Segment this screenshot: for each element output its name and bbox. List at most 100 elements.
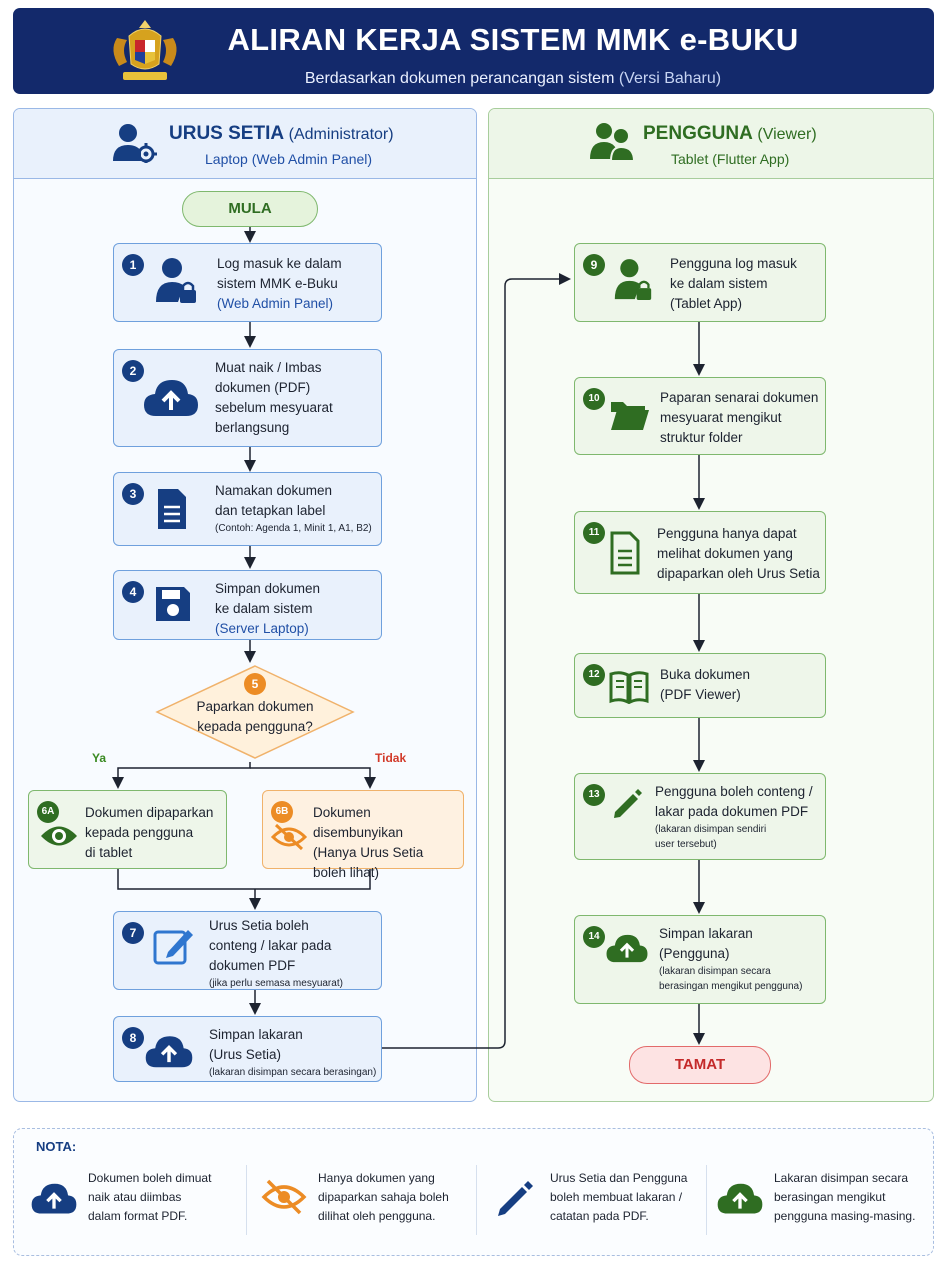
step-8-text: Simpan lakaran (Urus Setia) (lakaran dis… [209, 1027, 377, 1078]
admin-lane-title: URUS SETIA (Administrator) [169, 123, 394, 145]
note-text: Dokumen boleh dimuat naik atau diimbas d… [88, 1171, 212, 1223]
admin-lane-subtitle: Laptop (Web Admin Panel) [205, 151, 373, 167]
pencil-icon [614, 789, 642, 818]
eye-slash-icon [271, 823, 307, 851]
step-number: 6B [271, 801, 293, 823]
step-1-text: Log masuk ke dalam sistem MMK e-Buku (We… [217, 256, 342, 311]
step-number: 14 [583, 926, 605, 948]
cloud-upload-icon [145, 1036, 193, 1068]
user-gear-icon [113, 124, 157, 163]
subtitle-main: Berdasarkan dokumen perancangan sistem [304, 70, 615, 87]
step-13-box: 13 Pengguna boleh conteng / lakar pada d… [574, 773, 826, 860]
admin-title-text: URUS SETIA [169, 123, 284, 144]
eye-icon [41, 826, 77, 846]
step-number: 3 [122, 483, 144, 505]
user-title-text: PENGGUNA [643, 123, 753, 144]
step-number: 10 [583, 388, 605, 410]
step-6a-text: Dokumen dipaparkan kepada pengguna di ta… [85, 805, 214, 860]
step-12-box: 12 Buka dokumen (PDF Viewer) [574, 653, 826, 718]
step-11-text: Pengguna hanya dapat melihat dokumen yan… [657, 526, 820, 581]
subtitle-version: (Versi Baharu) [618, 70, 722, 87]
edit-icon [153, 930, 193, 965]
step-9-box: 9 Pengguna log masuk ke dalam sistem (Ta… [574, 243, 826, 322]
step-number: 6A [37, 801, 59, 823]
note-item: Dokumen boleh dimuat naik atau diimbas d… [30, 1165, 240, 1237]
note-divider [476, 1165, 477, 1235]
step-6a-box: 6A Dokumen dipaparkan kepada pengguna di… [28, 790, 227, 869]
step-4-box: 4 Simpan dokumen ke dalam sistem (Server… [113, 570, 382, 640]
step-number: 4 [122, 581, 144, 603]
folder-icon [611, 402, 649, 430]
step-12-text: Buka dokumen (PDF Viewer) [660, 667, 751, 702]
step-4-text: Simpan dokumen ke dalam sistem (Server L… [215, 581, 321, 636]
step-number: 12 [583, 664, 605, 686]
step-14-text: Simpan lakaran (Pengguna) (lakaran disim… [659, 926, 803, 992]
step-11-box: 11 Pengguna hanya dapat melihat dokumen … [574, 511, 826, 594]
step-6b-text: Dokumen disembunyikan (Hanya Urus Setia … [313, 805, 424, 880]
no-label: Tidak [375, 751, 407, 765]
step-3-text: Namakan dokumen dan tetapkan label (Cont… [215, 483, 372, 534]
step-number: 9 [583, 254, 605, 276]
user-lock-icon [614, 259, 652, 300]
note-text: Urus Setia dan Pengguna boleh membuat la… [550, 1171, 688, 1223]
step-number: 1 [122, 254, 144, 276]
step-7-text: Urus Setia boleh conteng / lakar pada do… [209, 918, 343, 989]
user-lane-subtitle: Tablet (Flutter App) [671, 151, 790, 167]
end-terminal: TAMAT [629, 1046, 771, 1084]
page-title: ALIRAN KERJA SISTEM MMK e-BUKU [227, 22, 799, 57]
step-number: 8 [122, 1027, 144, 1049]
step-5-number: 5 [244, 673, 266, 695]
coat-of-arms-icon [113, 20, 177, 80]
users-icon [590, 123, 635, 162]
decision-text: Paparkan dokumen kepada pengguna? [196, 699, 314, 734]
note-text: Hanya dokumen yang dipaparkan sahaja bol… [318, 1171, 449, 1223]
notes-title: NOTA: [36, 1139, 77, 1154]
yes-label: Ya [92, 751, 107, 765]
user-lock-icon [156, 258, 196, 303]
header-banner: ALIRAN KERJA SISTEM MMK e-BUKU Berdasark… [13, 8, 934, 94]
step-2-box: 2 Muat naik / Imbas dokumen (PDF) sebelu… [113, 349, 382, 447]
step-number: 13 [583, 784, 605, 806]
user-lane-title: PENGGUNA (Viewer) [643, 123, 817, 145]
page-subtitle: Berdasarkan dokumen perancangan sistem (… [163, 70, 863, 88]
step-2-text: Muat naik / Imbas dokumen (PDF) sebelum … [215, 360, 333, 435]
pencil-icon [498, 1181, 533, 1216]
cloud-upload-icon [717, 1183, 763, 1214]
book-icon [609, 671, 649, 704]
eye-slash-icon [261, 1179, 307, 1215]
document-icon [610, 531, 640, 575]
step-8-box: 8 Simpan lakaran (Urus Setia) (lakaran d… [113, 1016, 382, 1082]
step-14-box: 14 Simpan lakaran (Pengguna) (lakaran di… [574, 915, 826, 1004]
step-7-box: 7 Urus Setia boleh conteng / lakar pada … [113, 911, 382, 990]
note-text: Lakaran disimpan secara berasingan mengi… [774, 1171, 916, 1223]
user-lane-header: PENGGUNA (Viewer) Tablet (Flutter App) [489, 109, 933, 179]
start-terminal: MULA [182, 191, 318, 227]
note-divider [706, 1165, 707, 1235]
step-3-box: 3 Namakan dokumen dan tetapkan label (Co… [113, 472, 382, 546]
step-number: 11 [583, 522, 605, 544]
cloud-upload-icon [144, 380, 198, 416]
step-number: 2 [122, 360, 144, 382]
note-item: Lakaran disimpan secara berasingan mengi… [716, 1165, 928, 1237]
decision-diamond [155, 665, 355, 759]
step-10-text: Paparan senarai dokumen mesyuarat mengik… [660, 390, 819, 445]
document-icon [158, 489, 186, 529]
save-icon [156, 587, 190, 621]
step-13-text: Pengguna boleh conteng / lakar pada doku… [655, 784, 813, 850]
user-role-text: (Viewer) [757, 126, 817, 143]
notes-panel: NOTA: Dokumen boleh dimuat naik atau dii… [13, 1128, 934, 1256]
step-9-text: Pengguna log masuk ke dalam sistem (Tabl… [670, 256, 797, 311]
admin-role-text: (Administrator) [288, 126, 394, 143]
note-divider [246, 1165, 247, 1235]
step-number: 7 [122, 922, 144, 944]
step-10-box: 10 Paparan senarai dokumen mesyuarat men… [574, 377, 826, 455]
step-6b-box: 6B Dokumen disembunyikan (Hanya Urus Set… [262, 790, 464, 880]
admin-lane-header: URUS SETIA (Administrator) Laptop (Web A… [14, 109, 476, 179]
cloud-upload-icon [606, 934, 648, 963]
cloud-upload-icon [31, 1183, 77, 1214]
step-1-box: 1 Log masuk ke dalam sistem MMK e-Buku (… [113, 243, 382, 322]
note-item: Urus Setia dan Pengguna boleh membuat la… [492, 1165, 702, 1237]
note-item: Hanya dokumen yang dipaparkan sahaja bol… [260, 1165, 470, 1237]
